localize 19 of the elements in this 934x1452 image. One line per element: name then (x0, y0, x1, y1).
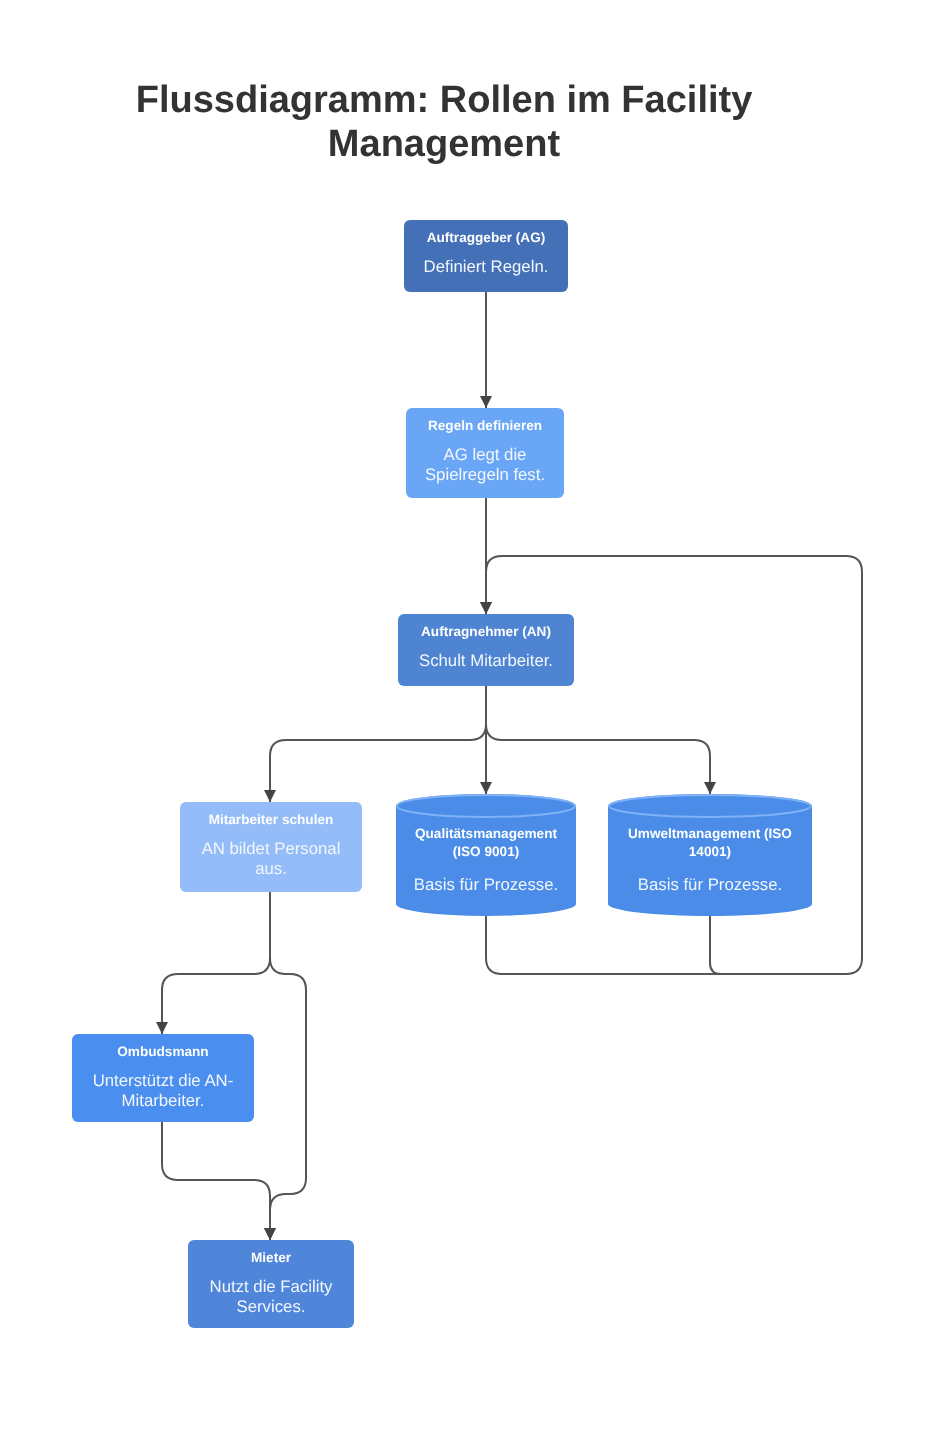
arrow (480, 291, 492, 409)
arrow (485, 685, 716, 795)
node-text: Unterstützt die AN-Mitarbeiter. (90, 1069, 236, 1112)
process-box (406, 408, 564, 498)
process-box (72, 1034, 254, 1122)
process-box (398, 614, 574, 686)
node-text: Basis für Prozesse. (413, 873, 559, 895)
node-text: Definiert Regeln. (423, 255, 549, 277)
process-box (404, 220, 568, 292)
process-box (188, 1240, 354, 1328)
node-text: Nutzt die Facility Services. (207, 1275, 335, 1318)
node-text: Schult Mitarbeiter. (418, 649, 554, 671)
process-box (180, 802, 362, 892)
node-text: AG legt die Spielregeln fest. (422, 443, 548, 486)
connector-line (485, 915, 711, 975)
arrow (161, 1121, 276, 1241)
node-text: Basis für Prozesse. (637, 873, 783, 895)
diagram-title: Flussdiagramm: Rollen im Facility Management (133, 80, 755, 168)
node-text: AN bildet Personal aus. (199, 837, 343, 880)
